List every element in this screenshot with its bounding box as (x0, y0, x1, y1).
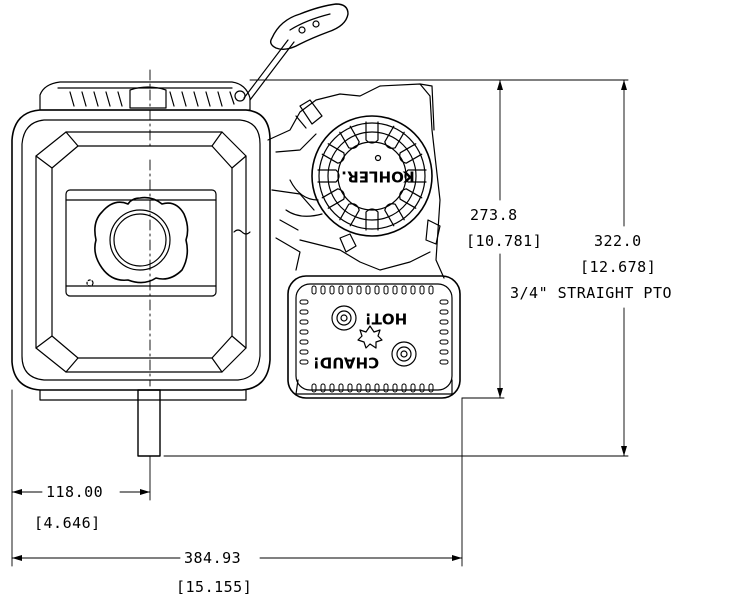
brand-logo: KOHLER. (341, 168, 415, 186)
pto-shaft (137, 389, 161, 457)
muffler-side-slots (299, 299, 449, 365)
muffler (287, 275, 461, 399)
chaud-warning-label: CHAUD! (313, 354, 379, 372)
engine-carburetor (267, 83, 445, 279)
width-dimension-in: [15.155] (176, 578, 252, 596)
fuel-tank (11, 109, 271, 401)
muffler-slots (311, 285, 434, 295)
overall-height-dimension-mm: 322.0 (594, 232, 642, 250)
fuel-cap (94, 196, 189, 284)
air-cleaner (311, 115, 433, 237)
dimension-lines (11, 69, 629, 567)
engine-shroud-top (39, 81, 251, 111)
height-dimension-in: [10.781] (466, 232, 542, 250)
pto-offset-dimension-in: [4.646] (34, 514, 101, 532)
overall-height-dimension-in: [12.678] (580, 258, 656, 276)
oil-dipstick (243, 3, 349, 101)
hot-warning-label: HOT! (365, 310, 407, 328)
height-dimension-mm: 273.8 (470, 206, 518, 224)
width-dimension-mm: 384.93 (184, 549, 241, 567)
pto-offset-dimension-mm: 118.00 (46, 483, 103, 501)
pto-label: 3/4" STRAIGHT PTO (510, 284, 672, 302)
dimension-arrows (12, 80, 627, 561)
